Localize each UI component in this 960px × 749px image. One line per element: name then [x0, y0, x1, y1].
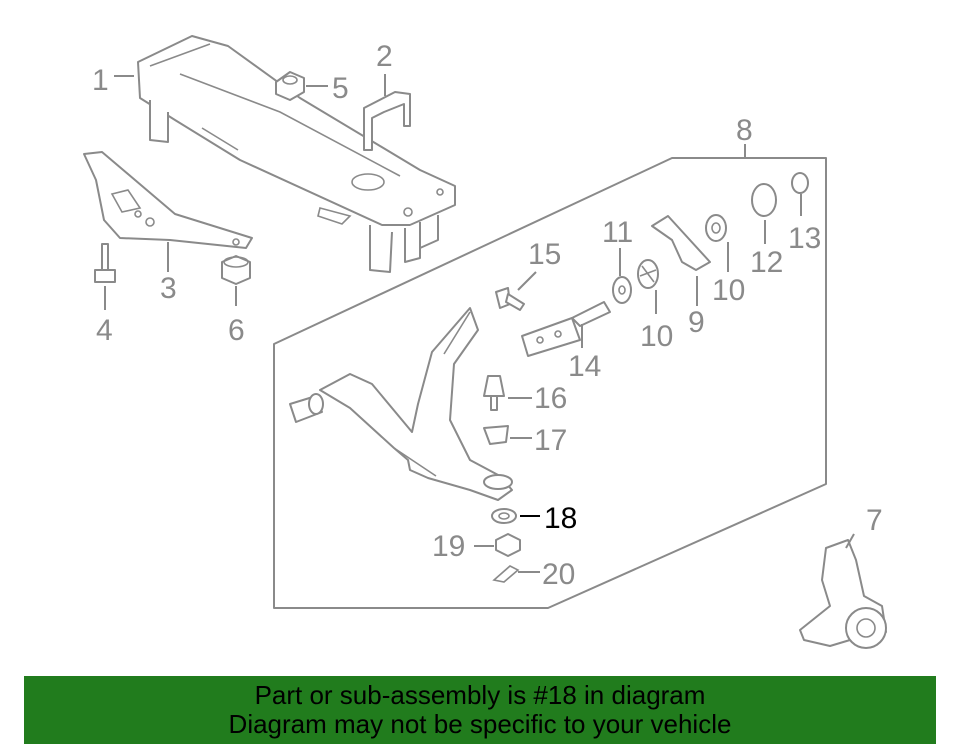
callout-13: 13 [788, 222, 821, 255]
cotter-pin-part-20[interactable] [492, 565, 520, 583]
cap-part-13[interactable] [791, 172, 809, 194]
callout-12: 12 [750, 246, 783, 279]
banner-line-1: Part or sub-assembly is #18 in diagram [254, 680, 706, 710]
callout-17: 17 [534, 424, 567, 457]
callout-9: 9 [688, 306, 705, 339]
assembly-box-part-8 [273, 157, 827, 609]
callout-10a: 10 [712, 274, 745, 307]
leader-lines [104, 74, 855, 573]
washer-part-18[interactable] [491, 508, 517, 524]
cap-part-12[interactable] [751, 183, 777, 217]
nut-part-6[interactable] [221, 255, 251, 285]
bushing-part-10-b[interactable] [637, 259, 659, 289]
bolt-part-15[interactable] [495, 287, 525, 311]
callout-11: 11 [602, 216, 633, 249]
callout-4: 4 [96, 314, 113, 347]
callout-16: 16 [534, 382, 567, 415]
nut-part-19[interactable] [495, 533, 521, 557]
callout-3: 3 [160, 272, 177, 305]
banner-line-2: Diagram may not be specific to your vehi… [228, 709, 732, 739]
boot-part-17[interactable] [483, 425, 509, 445]
callout-10b: 10 [640, 320, 673, 353]
callout-8: 8 [736, 114, 753, 147]
callout-6: 6 [228, 314, 245, 347]
knuckle-part-7[interactable] [799, 539, 887, 649]
nut-part-5[interactable] [275, 71, 305, 101]
front-bushing [289, 393, 324, 423]
bolt-part-4[interactable] [94, 243, 116, 283]
callout-15: 15 [528, 238, 561, 271]
callout-1: 1 [92, 64, 109, 97]
ball-joint-part-16[interactable] [483, 375, 505, 411]
lower-control-arm [319, 307, 513, 501]
callout-5: 5 [332, 72, 349, 105]
crossmember-part-1[interactable] [137, 35, 456, 273]
bushing-part-10-a[interactable] [705, 214, 727, 242]
bracket-part-9[interactable] [651, 215, 711, 271]
support-plate-part-3[interactable] [83, 151, 253, 249]
callout-2: 2 [376, 40, 393, 73]
callout-7: 7 [866, 504, 883, 537]
callout-19: 19 [432, 530, 465, 563]
bracket-part-2[interactable] [363, 91, 411, 151]
washer-part-11[interactable] [612, 276, 632, 304]
shaft-part-14[interactable] [521, 301, 611, 357]
callout-20: 20 [542, 558, 575, 591]
info-banner: Part or sub-assembly is #18 in diagram D… [24, 676, 936, 744]
callout-14: 14 [568, 350, 601, 383]
callout-18: 18 [544, 502, 577, 535]
